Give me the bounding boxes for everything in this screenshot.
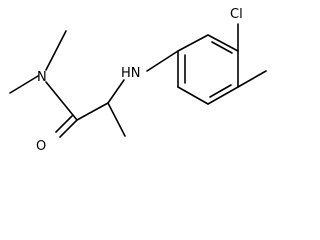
chlorine-label: Cl — [230, 7, 243, 22]
ring-inner-bond-2 — [209, 84, 232, 98]
amine-label: HN — [121, 66, 141, 81]
benzene-ring — [177, 34, 239, 105]
molecule-canvas: Cl HN N O — [9, 7, 267, 154]
carbonyl-n-bond — [45, 81, 78, 121]
ring-nh-bond — [146, 50, 179, 72]
atom-labels: Cl HN N O — [36, 7, 243, 154]
n-methyl-top-bond — [45, 30, 67, 71]
oxygen-label: O — [36, 139, 46, 154]
ring-methyl-bond — [237, 70, 267, 88]
ring-inner-bond-1 — [211, 41, 233, 54]
ring-substituents — [237, 23, 267, 88]
ring-bond-1 — [177, 34, 209, 52]
ch-carbonyl-bond — [76, 102, 109, 121]
carbonyl-double-bond-outer — [59, 119, 78, 138]
nh-ch-bond — [107, 79, 125, 104]
side-chain — [9, 30, 179, 138]
ring-bond-4 — [207, 86, 239, 105]
n-methyl-left-bond — [9, 75, 39, 94]
ring-bond-2 — [207, 34, 239, 52]
alpha-methyl-bond — [107, 102, 126, 137]
carbonyl-double-bond-inner — [55, 115, 73, 133]
nitrogen-label: N — [37, 70, 47, 85]
structure-drawing: Cl HN N O — [9, 7, 267, 154]
ring-bond-5 — [177, 86, 209, 105]
